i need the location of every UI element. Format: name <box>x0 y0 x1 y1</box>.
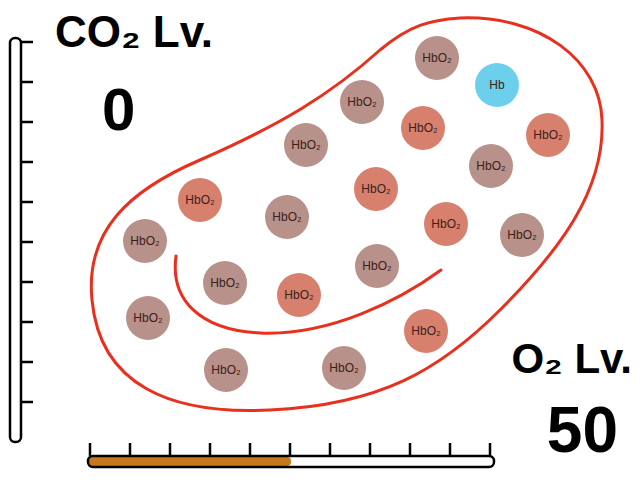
oxyhemoglobin-circle: HbO₂ <box>354 167 398 211</box>
scale-tick <box>409 443 412 456</box>
oxyhemoglobin-circle: HbO₂ <box>355 244 399 288</box>
molecule-label: HbO₂ <box>211 364 240 376</box>
scale-tick <box>21 41 33 44</box>
molecule-label: HbO₂ <box>411 325 440 337</box>
molecule-label: HbO₂ <box>362 260 391 272</box>
oxyhemoglobin-circle: HbO₂ <box>404 309 448 353</box>
scale-tick <box>21 161 33 164</box>
scale-tick <box>21 81 33 84</box>
molecule-label: HbO₂ <box>347 96 376 108</box>
hemoglobin-circle: Hb <box>475 63 519 107</box>
scale-tick <box>329 443 332 456</box>
scale-tick <box>21 241 33 244</box>
co2-scale <box>10 38 33 442</box>
cell-fold <box>175 256 441 333</box>
oxyhemoglobin-circle: HbO₂ <box>204 348 248 392</box>
scale-tick <box>21 321 33 324</box>
scale-tick <box>209 443 212 456</box>
oxyhemoglobin-circle: HbO₂ <box>203 261 247 305</box>
oxyhemoglobin-circle: HbO₂ <box>265 195 309 239</box>
scale-tick <box>369 443 372 456</box>
molecule-label: HbO₂ <box>431 218 460 230</box>
scale-tick <box>129 443 132 456</box>
oxyhemoglobin-circle: HbO₂ <box>401 106 445 150</box>
scale-tick <box>249 443 252 456</box>
molecule-label: HbO₂ <box>408 122 437 134</box>
scale-tick <box>21 401 33 404</box>
oxyhemoglobin-circle: HbO₂ <box>126 296 170 340</box>
molecule-label: HbO₂ <box>284 289 313 301</box>
scale-tick <box>21 121 33 124</box>
molecule-label: HbO₂ <box>272 211 301 223</box>
molecule-label: HbO₂ <box>422 52 451 64</box>
scale-fill <box>89 457 291 466</box>
scale-bar <box>10 38 21 442</box>
scale-tick <box>21 201 33 204</box>
molecule-label: HbO₂ <box>133 312 162 324</box>
molecule-label: HbO₂ <box>507 229 536 241</box>
scale-tick <box>21 281 33 284</box>
axis-value: 50 <box>547 398 618 462</box>
oxyhemoglobin-circle: HbO₂ <box>469 144 513 188</box>
scale-tick <box>169 443 172 456</box>
oxyhemoglobin-circle: HbO₂ <box>424 202 468 246</box>
scale-bar-outline <box>88 456 494 467</box>
molecule-label: HbO₂ <box>329 362 358 374</box>
scale-tick <box>489 443 492 456</box>
oxyhemoglobin-circle: HbO₂ <box>526 113 570 157</box>
scale-bar <box>88 456 494 467</box>
oxyhemoglobin-circle: HbO₂ <box>500 213 544 257</box>
o2-scale <box>88 443 494 467</box>
oxyhemoglobin-circle: HbO₂ <box>178 178 222 222</box>
oxyhemoglobin-circle: HbO₂ <box>415 36 459 80</box>
molecule-label: HbO₂ <box>210 277 239 289</box>
molecule-label: HbO₂ <box>476 160 505 172</box>
molecule-label: HbO₂ <box>130 235 159 247</box>
axis-value: 0 <box>102 80 135 140</box>
oxyhemoglobin-circle: HbO₂ <box>284 123 328 167</box>
scale-tick <box>449 443 452 456</box>
scale-tick <box>21 361 33 364</box>
molecule-label: HbO₂ <box>185 194 214 206</box>
oxyhemoglobin-circle: HbO₂ <box>322 346 366 390</box>
axis-label: CO₂ Lv. <box>55 10 213 54</box>
oxyhemoglobin-circle: HbO₂ <box>277 273 321 317</box>
axis-label: O₂ Lv. <box>511 338 632 380</box>
molecule-label: HbO₂ <box>533 129 562 141</box>
molecule-label: HbO₂ <box>291 139 320 151</box>
oxyhemoglobin-circle: HbO₂ <box>123 219 167 263</box>
scale-tick <box>89 443 92 456</box>
scale-tick <box>289 443 292 456</box>
oxyhemoglobin-circle: HbO₂ <box>340 80 384 124</box>
molecule-label: HbO₂ <box>361 183 390 195</box>
molecule-label: Hb <box>489 79 504 91</box>
